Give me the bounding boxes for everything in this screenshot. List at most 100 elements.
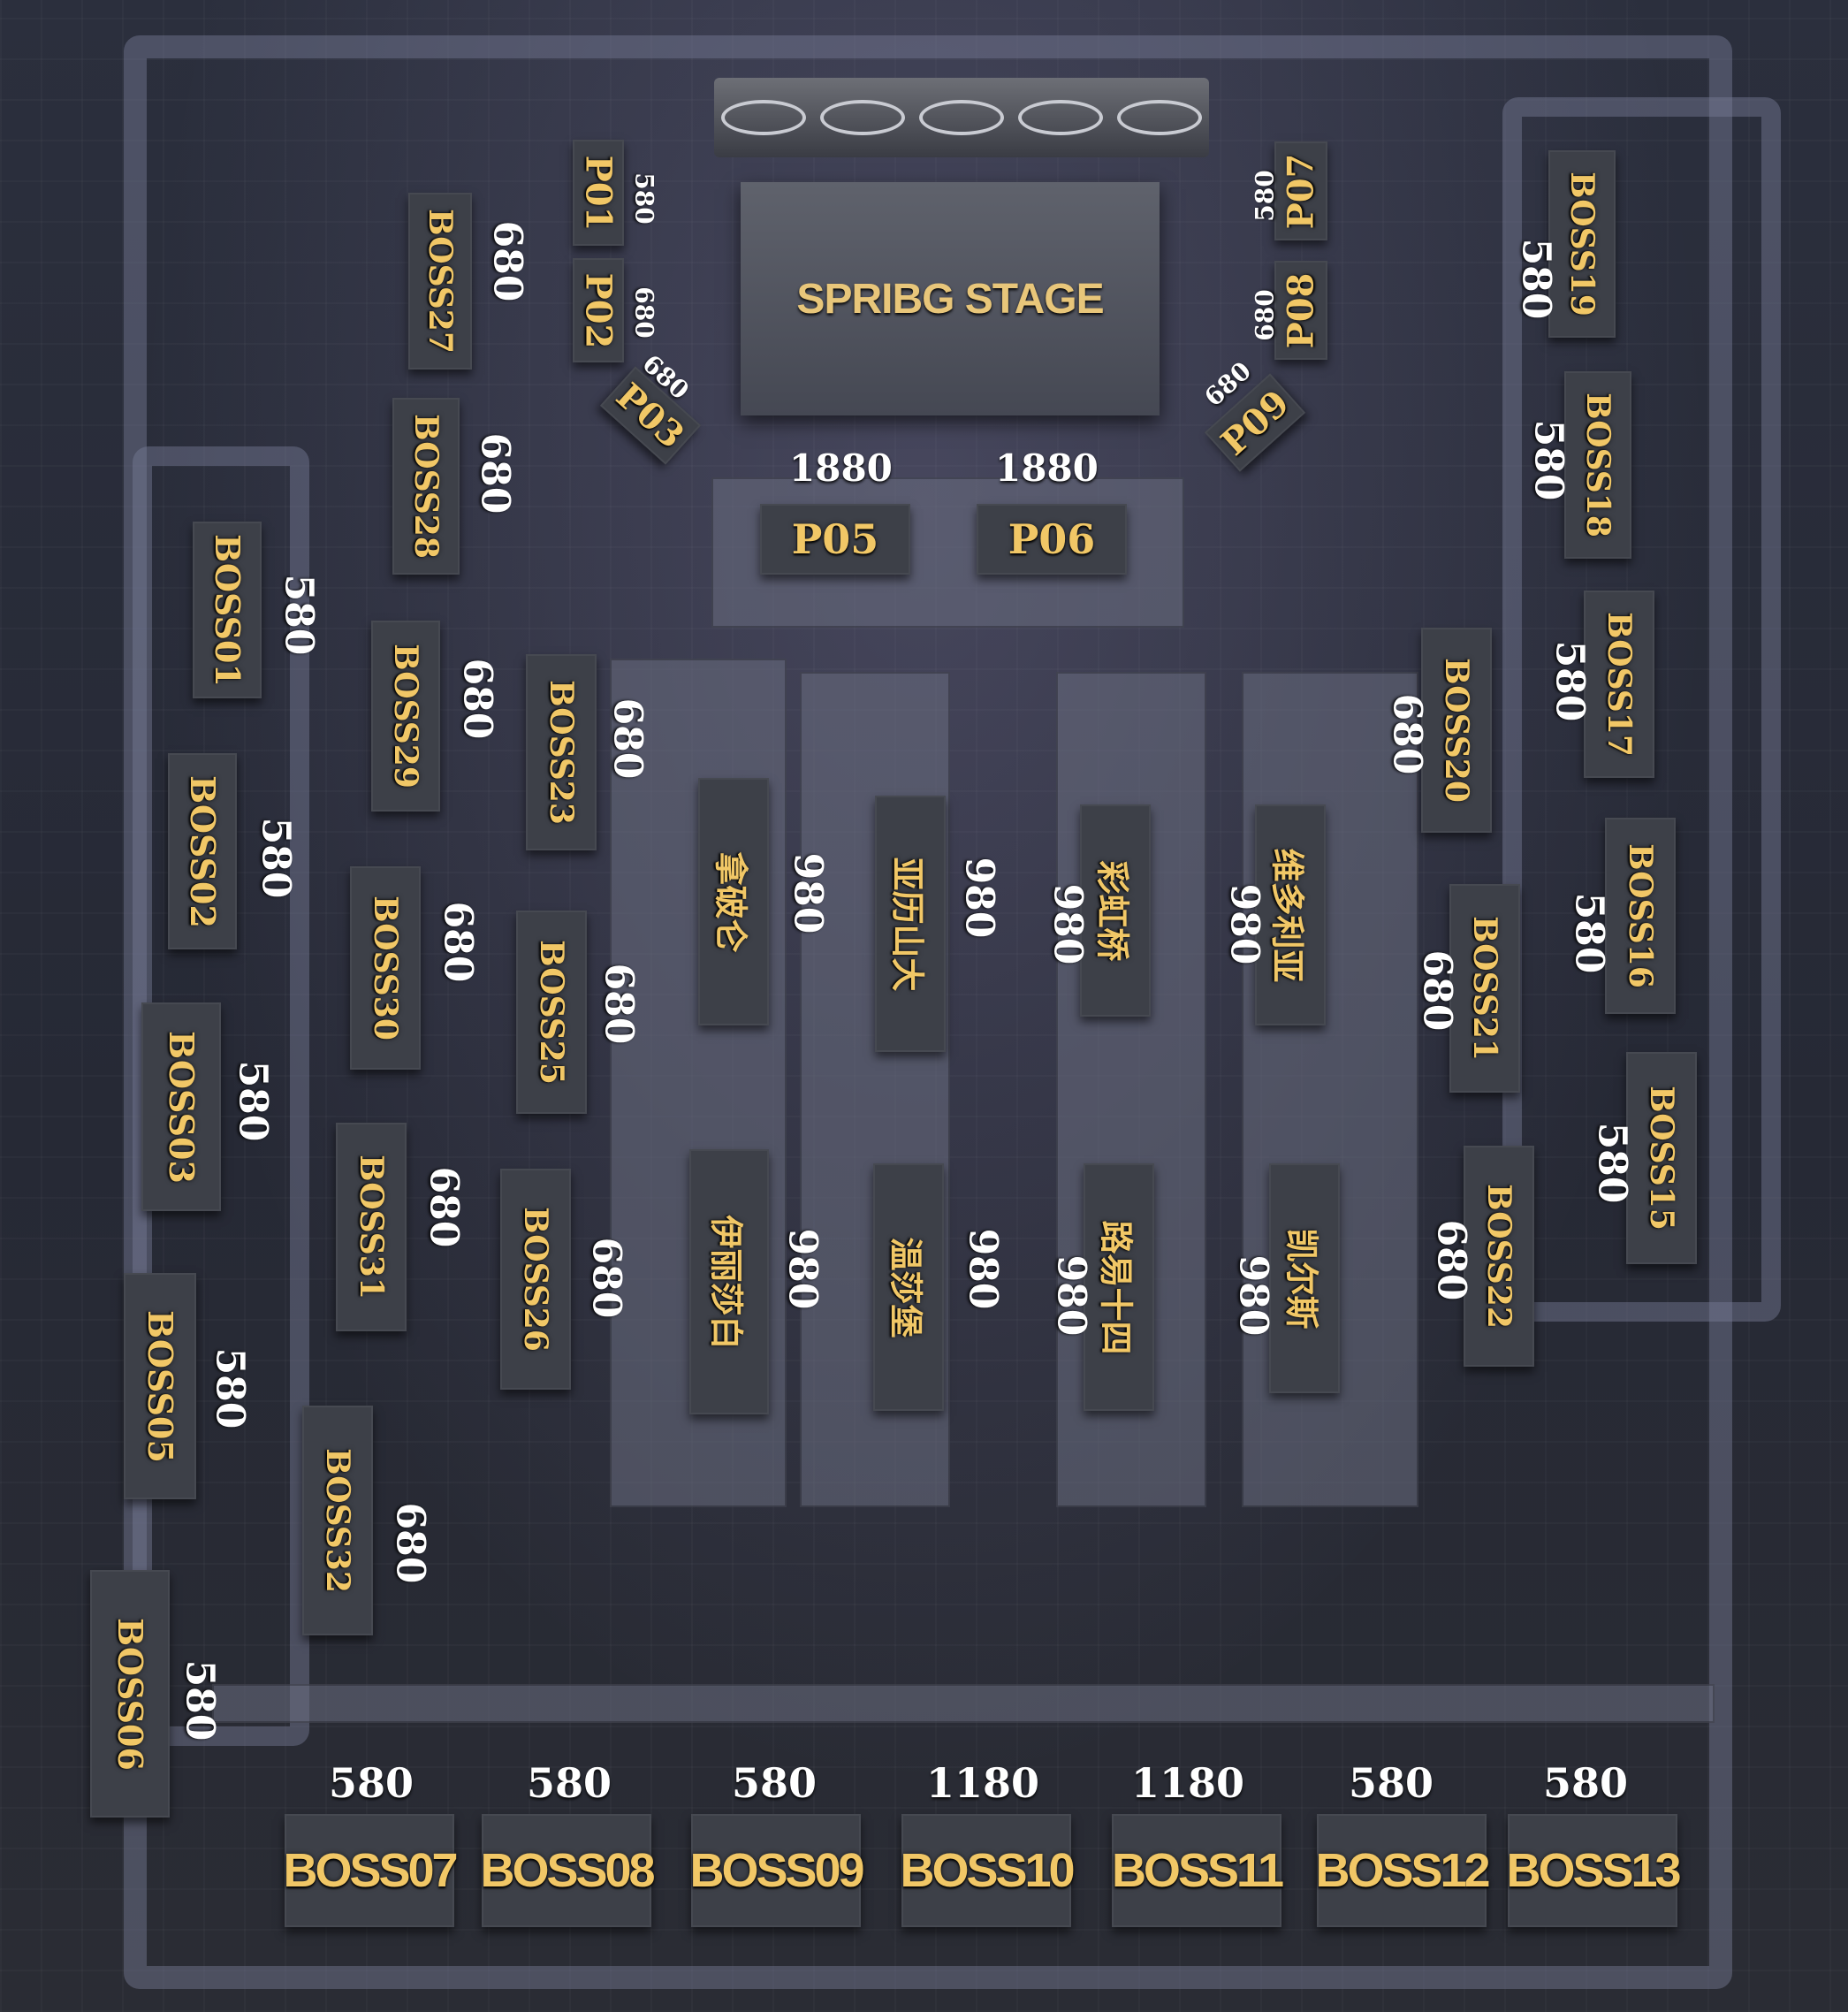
booth-label: BOSS06	[110, 1617, 150, 1771]
booth-BOSS27[interactable]: BOSS27	[408, 193, 472, 370]
booth-price: 680	[1428, 1219, 1474, 1301]
booth-P05[interactable]: P05	[760, 504, 910, 575]
booth-BOSS07[interactable]: BOSS07	[283, 1814, 459, 1927]
zone-price: 980	[956, 857, 1002, 939]
booth-BOSS26[interactable]: BOSS26	[500, 1169, 571, 1390]
zone-8[interactable]: 凯尔斯	[1269, 1163, 1340, 1393]
booth-price: 580	[177, 1659, 223, 1741]
booth-price: 580	[1349, 1759, 1434, 1807]
zone-price: 980	[785, 852, 831, 934]
booth-label: P02	[577, 272, 620, 348]
booth-BOSS08[interactable]: BOSS08	[480, 1814, 656, 1927]
booth-price: 680	[472, 432, 518, 514]
zone-7[interactable]: 路易十四	[1084, 1163, 1154, 1411]
booth-BOSS21[interactable]: BOSS21	[1449, 884, 1520, 1093]
booth-price: 1880	[995, 446, 1099, 490]
zone-6[interactable]: 温莎堡	[873, 1163, 944, 1411]
zone-2[interactable]: 亚历山大	[875, 796, 946, 1052]
booth-label: BOSS16	[1622, 843, 1660, 988]
stage-light-icon	[1117, 100, 1202, 135]
booth-BOSS32[interactable]: BOSS32	[302, 1406, 373, 1635]
booth-label: BOSS08	[480, 1844, 655, 1897]
booth-label: BOSS01	[207, 533, 247, 687]
booth-BOSS13[interactable]: BOSS13	[1506, 1814, 1682, 1927]
booth-BOSS09[interactable]: BOSS09	[689, 1814, 865, 1927]
zone-price: 980	[960, 1228, 1006, 1310]
booth-BOSS02[interactable]: BOSS02	[168, 753, 237, 949]
booth-label: P08	[1280, 272, 1322, 348]
booth-BOSS20[interactable]: BOSS20	[1421, 628, 1492, 833]
zone-label: 维多利亚	[1267, 847, 1307, 983]
booth-P06[interactable]: P06	[977, 504, 1127, 575]
zone-price: 980	[1230, 1254, 1276, 1337]
booth-label: BOSS15	[1643, 1086, 1681, 1231]
booth-label: BOSS32	[319, 1448, 357, 1593]
booth-BOSS29[interactable]: BOSS29	[371, 621, 440, 812]
booth-price: 680	[1384, 693, 1430, 775]
booth-label: BOSS23	[543, 680, 581, 825]
booth-BOSS30[interactable]: BOSS30	[350, 866, 421, 1070]
zone-5[interactable]: 伊丽莎白	[689, 1149, 769, 1414]
booth-P07[interactable]: P07	[1274, 141, 1327, 240]
booth-label: BOSS11	[1111, 1844, 1284, 1897]
booth-BOSS17[interactable]: BOSS17	[1584, 591, 1654, 778]
booth-price: 580	[253, 817, 299, 899]
booth-BOSS18[interactable]: BOSS18	[1564, 371, 1631, 559]
booth-price: 580	[276, 574, 322, 656]
booth-BOSS25[interactable]: BOSS25	[516, 911, 587, 1114]
zone-label: 凯尔斯	[1281, 1227, 1321, 1330]
booth-price: 580	[1513, 238, 1559, 320]
booth-BOSS01[interactable]: BOSS01	[193, 522, 262, 698]
booth-BOSS10[interactable]: BOSS10	[900, 1814, 1076, 1927]
booth-BOSS05[interactable]: BOSS05	[124, 1273, 196, 1499]
booth-P01[interactable]: P01	[573, 140, 624, 246]
booth-price: 1180	[1131, 1759, 1245, 1807]
booth-BOSS23[interactable]: BOSS23	[526, 654, 597, 850]
booth-BOSS31[interactable]: BOSS31	[336, 1123, 407, 1331]
booth-label: BOSS20	[1438, 658, 1476, 803]
zone-4[interactable]: 维多利亚	[1255, 804, 1326, 1025]
zone-label: 亚历山大	[887, 856, 927, 992]
booth-label: BOSS30	[367, 895, 405, 1040]
booth-label: BOSS10	[900, 1844, 1075, 1897]
booth-BOSS03[interactable]: BOSS03	[141, 1002, 221, 1211]
zone-label: 彩虹桥	[1092, 859, 1132, 962]
booth-label: BOSS19	[1563, 171, 1601, 316]
booth-price: 1880	[789, 446, 893, 490]
stage-lighting-truss	[714, 78, 1209, 157]
booth-label: BOSS12	[1315, 1844, 1490, 1897]
booth-price: 680	[1250, 289, 1280, 341]
booth-BOSS15[interactable]: BOSS15	[1626, 1052, 1697, 1264]
booth-BOSS06[interactable]: BOSS06	[90, 1570, 170, 1818]
booth-label: BOSS28	[407, 414, 445, 559]
booth-label: BOSS21	[1466, 916, 1504, 1061]
booth-BOSS11[interactable]: BOSS11	[1111, 1814, 1284, 1927]
booth-price: 580	[230, 1060, 276, 1142]
stage-light-icon	[919, 100, 1004, 135]
booth-label: BOSS18	[1579, 392, 1617, 537]
booth-price: 680	[435, 901, 481, 983]
booth-label: BOSS31	[353, 1155, 391, 1299]
booth-price: 680	[421, 1166, 467, 1248]
booth-BOSS28[interactable]: BOSS28	[392, 398, 460, 575]
booth-P02[interactable]: P02	[573, 258, 624, 362]
booth-label: BOSS17	[1601, 612, 1639, 757]
booth-price: 580	[527, 1759, 612, 1807]
zone-price: 980	[1221, 883, 1267, 965]
zone-3[interactable]: 彩虹桥	[1080, 804, 1151, 1017]
booth-label: BOSS27	[422, 209, 460, 354]
booth-BOSS16[interactable]: BOSS16	[1605, 818, 1676, 1014]
booth-price: 580	[1589, 1122, 1635, 1204]
booth-BOSS19[interactable]: BOSS19	[1548, 150, 1616, 338]
booth-price: 580	[732, 1759, 818, 1807]
bottom-aisle	[212, 1684, 1715, 1723]
zone-1[interactable]: 拿破仑	[698, 778, 769, 1025]
booth-BOSS22[interactable]: BOSS22	[1464, 1146, 1534, 1367]
booth-P08[interactable]: P08	[1274, 261, 1327, 360]
booth-BOSS12[interactable]: BOSS12	[1315, 1814, 1491, 1927]
zone-label: 路易十四	[1096, 1219, 1136, 1355]
booth-label: BOSS07	[283, 1844, 458, 1897]
booth-label: BOSS02	[182, 774, 223, 928]
booth-price: 580	[1566, 892, 1612, 974]
